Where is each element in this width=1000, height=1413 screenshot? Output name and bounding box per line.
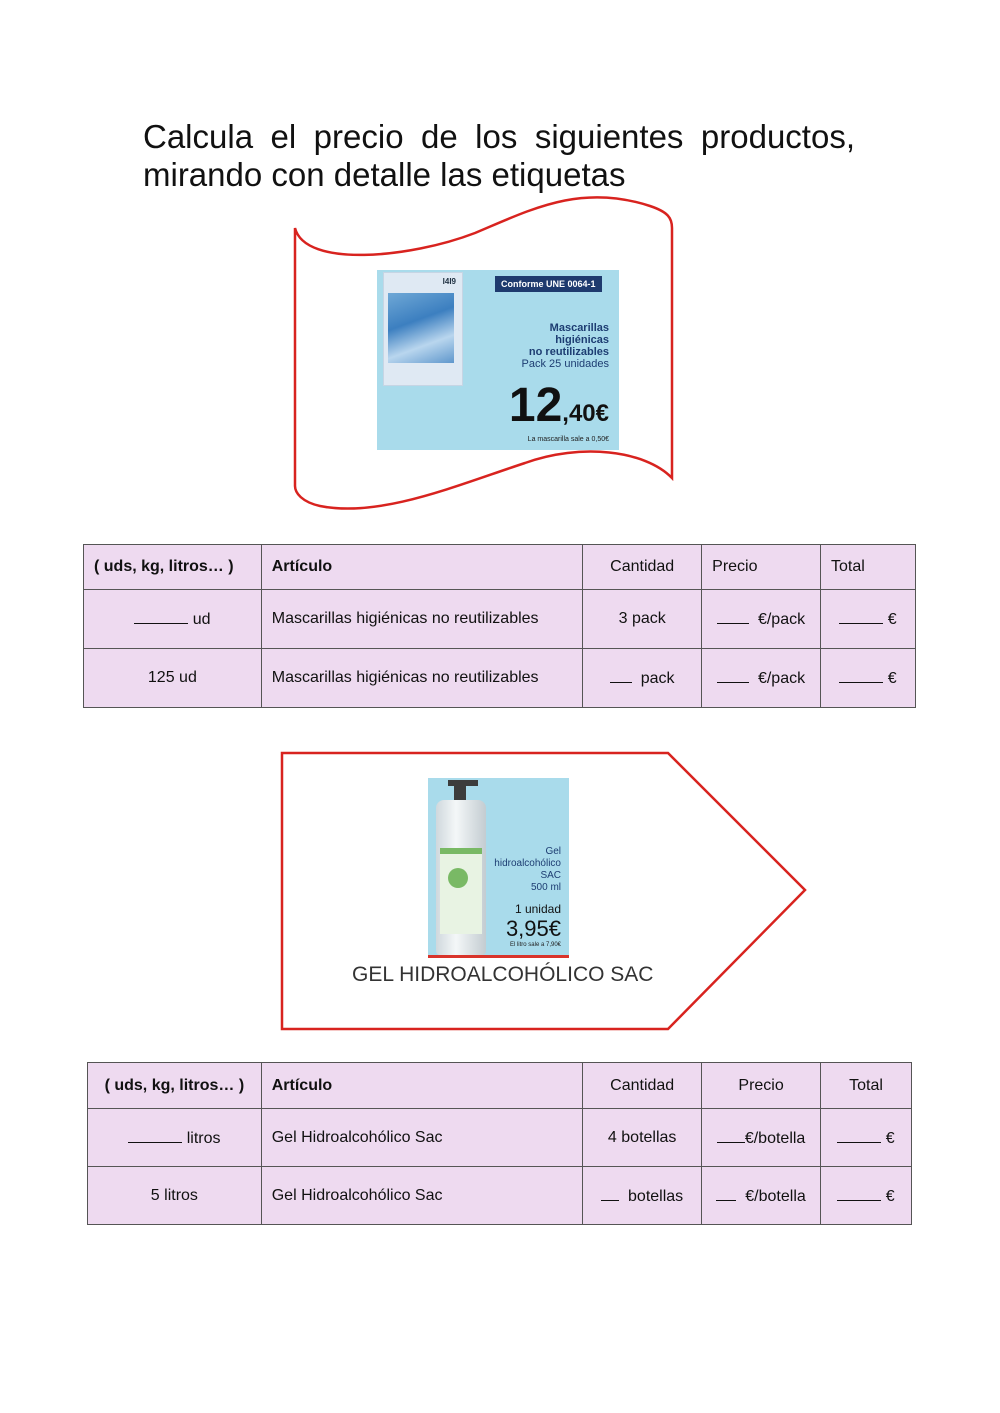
mask-price: 12,40€ xyxy=(509,382,609,438)
table-row: 125 ud Mascarillas higiénicas no reutili… xyxy=(83,648,916,708)
table-row: litros Gel Hidroalcohólico Sac 4 botella… xyxy=(87,1108,912,1167)
answer-blank[interactable] xyxy=(837,1186,882,1201)
price-cell: €/pack xyxy=(701,589,822,649)
table-row: ud Mascarillas higiénicas no reutilizabl… xyxy=(83,589,916,649)
total-suffix: € xyxy=(885,1187,895,1205)
header-units: ( uds, kg, litros… ) xyxy=(83,544,262,590)
header-price: Precio xyxy=(701,544,822,590)
quantity-cell: 4 botellas xyxy=(582,1108,703,1167)
article-cell: Mascarillas higiénicas no reutilizables xyxy=(260,648,584,708)
gel-line-3: SAC xyxy=(540,870,561,881)
units-cell: 5 litros xyxy=(87,1166,262,1225)
mask-description: Mascarillas higiénicas no reutilizables … xyxy=(522,322,609,370)
units-suffix: ud xyxy=(192,611,211,628)
total-suffix: € xyxy=(885,1129,895,1147)
units-suffix: litros xyxy=(186,1129,221,1147)
total-suffix: € xyxy=(887,611,897,628)
answer-blank[interactable] xyxy=(839,668,884,683)
unit-price-note: La mascarilla sale a 0,50€ xyxy=(527,436,609,443)
header-article: Artículo xyxy=(260,1062,584,1109)
article-cell: Gel Hidroalcohólico Sac xyxy=(260,1166,584,1225)
gel-description: Gel hidroalcohólico SAC 500 ml xyxy=(494,846,561,894)
page-title: Calcula el precio de los siguientes prod… xyxy=(143,118,855,194)
table-row: 5 litros Gel Hidroalcohólico Sac botella… xyxy=(87,1166,912,1225)
masks-table: ( uds, kg, litros… ) Artículo Cantidad P… xyxy=(83,544,916,708)
gel-quantity: 1 unidad xyxy=(514,902,561,916)
price-main: 12 xyxy=(508,379,563,432)
header-total: Total xyxy=(820,1062,912,1109)
price-cell: €/botella xyxy=(701,1166,822,1225)
mask-package-image: I4I9 xyxy=(383,272,463,386)
answer-blank[interactable] xyxy=(716,1128,745,1143)
quantity-cell: pack xyxy=(582,648,703,708)
answer-blank[interactable] xyxy=(601,1186,620,1201)
quantity-suffix: pack xyxy=(640,670,675,687)
quantity-cell: botellas xyxy=(582,1166,703,1225)
desc-line-4: Pack 25 unidades xyxy=(521,358,609,370)
quantity-suffix: botellas xyxy=(628,1187,684,1205)
gel-table: ( uds, kg, litros… ) Artículo Cantidad P… xyxy=(87,1062,912,1225)
answer-blank[interactable] xyxy=(717,609,750,624)
answer-blank[interactable] xyxy=(716,1186,737,1201)
gel-price-tag: Gel hidroalcohólico SAC 500 ml 1 unidad … xyxy=(428,778,569,958)
answer-blank[interactable] xyxy=(837,1128,882,1143)
total-cell: € xyxy=(820,589,916,649)
gel-unit-note: El litro sale a 7,90€ xyxy=(509,942,561,948)
header-total: Total xyxy=(820,544,916,590)
desc-line-2: higiénicas xyxy=(555,334,609,346)
price-cell: €/pack xyxy=(701,648,822,708)
table-header-row: ( uds, kg, litros… ) Artículo Cantidad P… xyxy=(83,544,916,590)
answer-blank[interactable] xyxy=(609,668,632,683)
units-cell: litros xyxy=(87,1108,262,1167)
title-line-1: Calcula el precio de los siguientes prod… xyxy=(143,118,855,155)
certification-badge: Conforme UNE 0064-1 xyxy=(495,276,602,292)
gel-caption: GEL HIDROALCOHÓLICO SAC xyxy=(352,963,654,986)
desc-line-3: no reutilizables xyxy=(528,346,609,358)
table-header-row: ( uds, kg, litros… ) Artículo Cantidad P… xyxy=(87,1062,912,1109)
units-cell: ud xyxy=(83,589,262,649)
header-price: Precio xyxy=(701,1062,822,1109)
price-cell: €/botella xyxy=(701,1108,822,1167)
answer-blank[interactable] xyxy=(839,609,884,624)
price-suffix: €/botella xyxy=(745,1187,806,1205)
header-article: Artículo xyxy=(260,544,584,590)
gel-line-1: Gel xyxy=(545,846,561,857)
header-quantity: Cantidad xyxy=(582,544,703,590)
header-units: ( uds, kg, litros… ) xyxy=(87,1062,262,1109)
total-cell: € xyxy=(820,1166,912,1225)
answer-blank[interactable] xyxy=(717,668,750,683)
answer-blank[interactable] xyxy=(134,609,189,624)
price-cents: ,40€ xyxy=(562,400,609,427)
title-line-2: mirando con detalle las etiquetas xyxy=(143,156,626,193)
scroll-frame xyxy=(293,196,674,510)
quantity-cell: 3 pack xyxy=(582,589,703,649)
gel-line-2: hidroalcohólico xyxy=(494,858,561,869)
header-quantity: Cantidad xyxy=(582,1062,703,1109)
package-label: I4I9 xyxy=(442,277,456,286)
units-cell: 125 ud xyxy=(83,648,262,708)
article-cell: Gel Hidroalcohólico Sac xyxy=(260,1108,584,1167)
gel-price: 3,95€ xyxy=(505,916,561,941)
total-cell: € xyxy=(820,648,916,708)
price-suffix: €/botella xyxy=(744,1129,806,1147)
price-suffix: €/pack xyxy=(757,670,806,687)
mask-price-tag: I4I9 Conforme UNE 0064-1 Mascarillas hig… xyxy=(377,270,619,450)
total-suffix: € xyxy=(887,670,897,687)
arrow-frame xyxy=(280,751,807,1031)
desc-line-1: Mascarillas xyxy=(549,322,609,334)
price-suffix: €/pack xyxy=(757,611,806,628)
article-cell: Mascarillas higiénicas no reutilizables xyxy=(260,589,584,649)
gel-line-4: 500 ml xyxy=(530,882,561,893)
total-cell: € xyxy=(820,1108,912,1167)
answer-blank[interactable] xyxy=(128,1128,183,1143)
